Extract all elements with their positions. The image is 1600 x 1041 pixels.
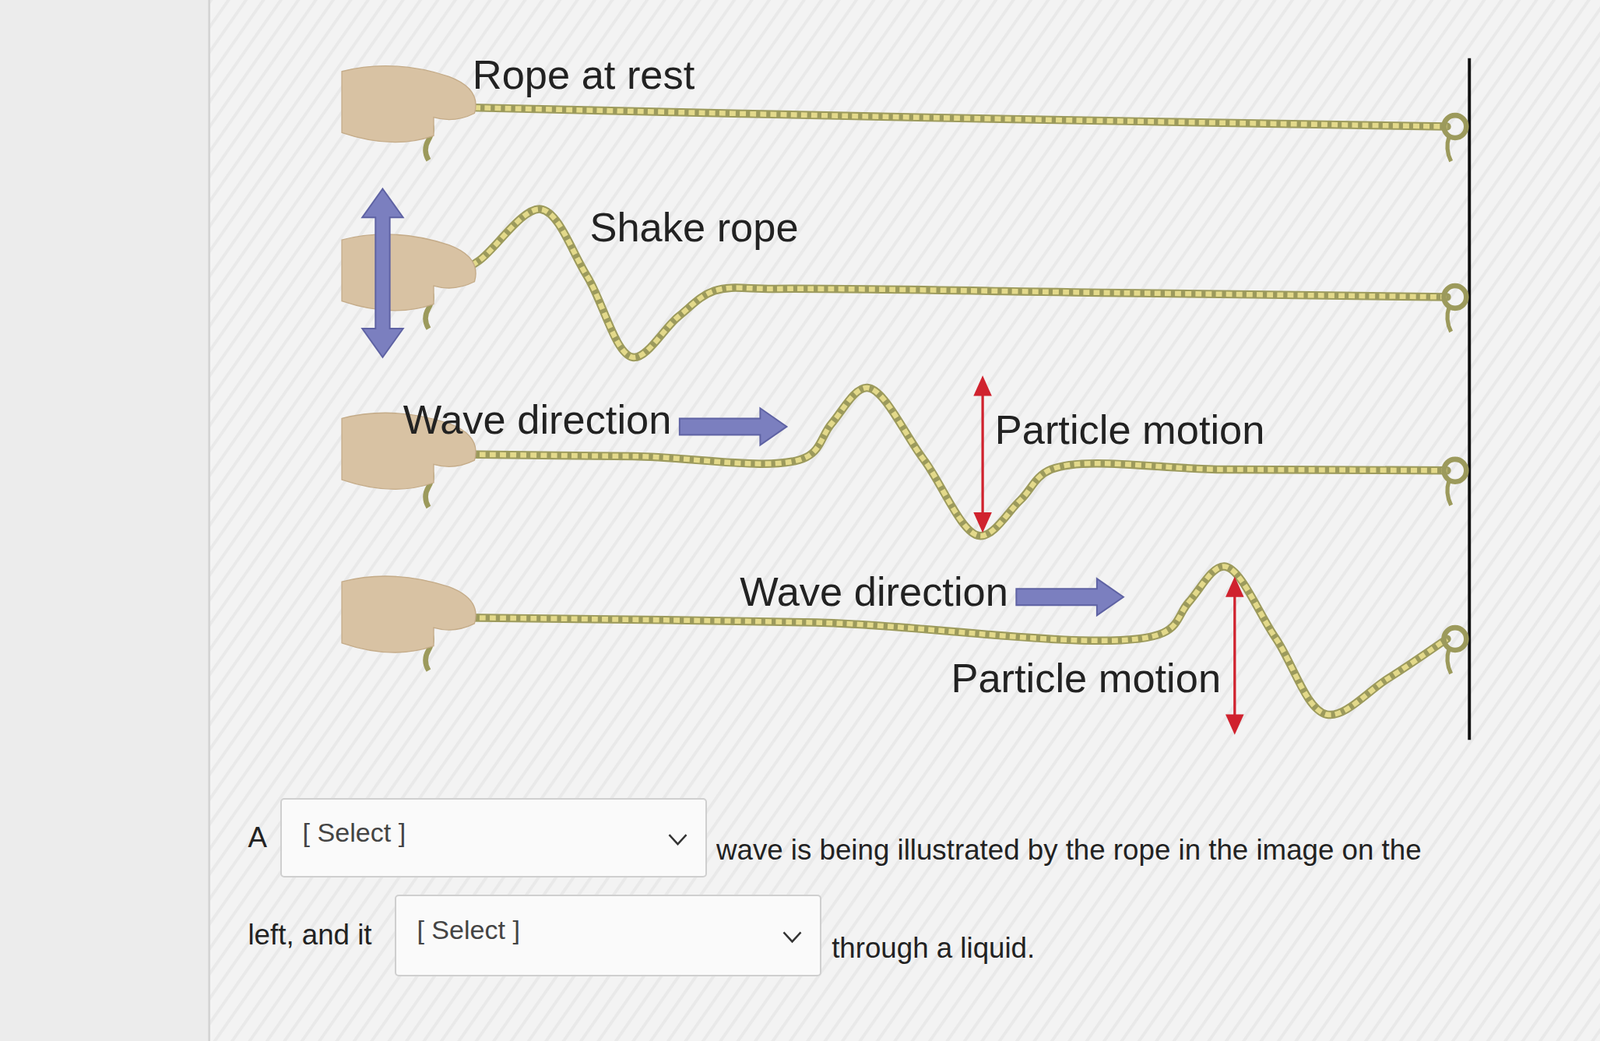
particle-motion-arrow [981, 390, 984, 519]
knot [1443, 627, 1467, 651]
hand [341, 576, 476, 653]
wave-direction-arrow [679, 407, 788, 445]
knot [1443, 115, 1467, 138]
question-text: through a liquid. [831, 931, 1035, 965]
chevron [784, 932, 802, 943]
caption-label: Rope at rest [472, 51, 695, 99]
caption-label: Shake rope [590, 203, 799, 251]
panel-texture [209, 0, 1600, 1041]
question-text: wave is being illustrated by the rope in… [716, 833, 1422, 867]
wave-direction-label: Wave direction [403, 396, 672, 444]
arrow-head [1225, 576, 1245, 598]
dropdown-placeholder: [ Select ] [416, 914, 521, 946]
dropdown-select: [ Select ] [280, 798, 707, 878]
hand [341, 66, 476, 143]
wave-direction-label: Wave direction [739, 568, 1009, 616]
knot [1443, 285, 1467, 309]
particle-motion-arrow [1233, 590, 1236, 721]
ropes [341, 66, 1467, 715]
particle-motion-label: Particle motion [995, 406, 1266, 454]
knot-tail [1447, 480, 1452, 505]
rope-strand [449, 566, 1448, 715]
question-text: A [247, 821, 267, 855]
particle-motion-label: Particle motion [950, 654, 1221, 702]
knot-tail [1447, 137, 1452, 162]
shake-arrow [362, 188, 403, 357]
rope [453, 107, 1447, 127]
arrow-head [973, 512, 992, 533]
dropdown-select: [ Select ] [394, 894, 822, 977]
arrow-head [973, 375, 992, 396]
dropdown-placeholder: [ Select ] [302, 817, 407, 848]
panel-edge [207, 0, 211, 1041]
arrows [362, 188, 1244, 735]
wave-direction-arrow [1016, 578, 1124, 616]
chevron [669, 834, 687, 844]
knot-tail [1447, 307, 1452, 332]
arrow-head [1225, 714, 1245, 735]
knot-tail [1447, 649, 1452, 674]
hand [341, 234, 476, 311]
knot [1443, 459, 1467, 482]
rope [449, 566, 1448, 715]
panel [209, 0, 1600, 1041]
question-text: left, and it [247, 918, 372, 952]
rope-strand [453, 107, 1447, 127]
